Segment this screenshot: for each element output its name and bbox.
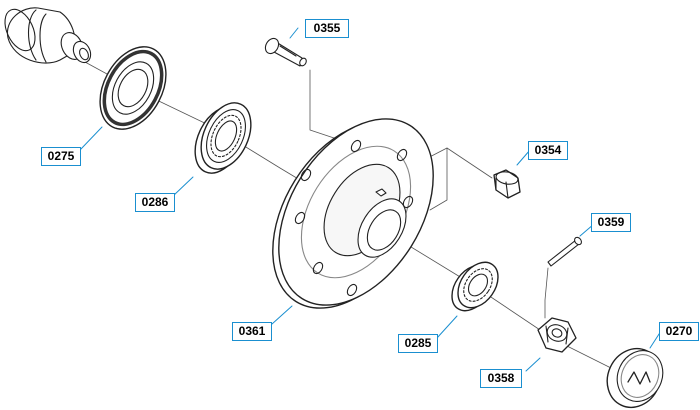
hex-nut-part <box>493 169 521 199</box>
callout-0361[interactable]: 0361 <box>232 322 272 341</box>
outer-bearing-part <box>451 261 499 312</box>
stub-axle-part <box>4 7 92 64</box>
bolt-alignment-line <box>309 69 341 141</box>
callout-0358[interactable]: 0358 <box>480 369 522 388</box>
castle-nut-part <box>537 317 577 353</box>
callout-0285[interactable]: 0285 <box>398 334 438 353</box>
callout-0270[interactable]: 0270 <box>659 322 699 341</box>
nut-leader-line <box>446 147 493 179</box>
callout-0354[interactable]: 0354 <box>528 141 568 160</box>
callout-0275[interactable]: 0275 <box>41 147 81 166</box>
wheel-hub-part <box>272 118 434 309</box>
hub-cap-part <box>606 347 664 409</box>
inner-bearing-part <box>194 102 252 174</box>
cotter-pin-part <box>547 236 582 267</box>
callout-0286[interactable]: 0286 <box>135 193 175 212</box>
callout-0355[interactable]: 0355 <box>305 19 349 38</box>
nut-alignment-line <box>417 147 448 211</box>
wheel-bolt-part <box>264 37 307 67</box>
seal-ring-part <box>99 46 167 130</box>
pin-axis <box>544 267 549 319</box>
callout-0359[interactable]: 0359 <box>591 213 631 232</box>
